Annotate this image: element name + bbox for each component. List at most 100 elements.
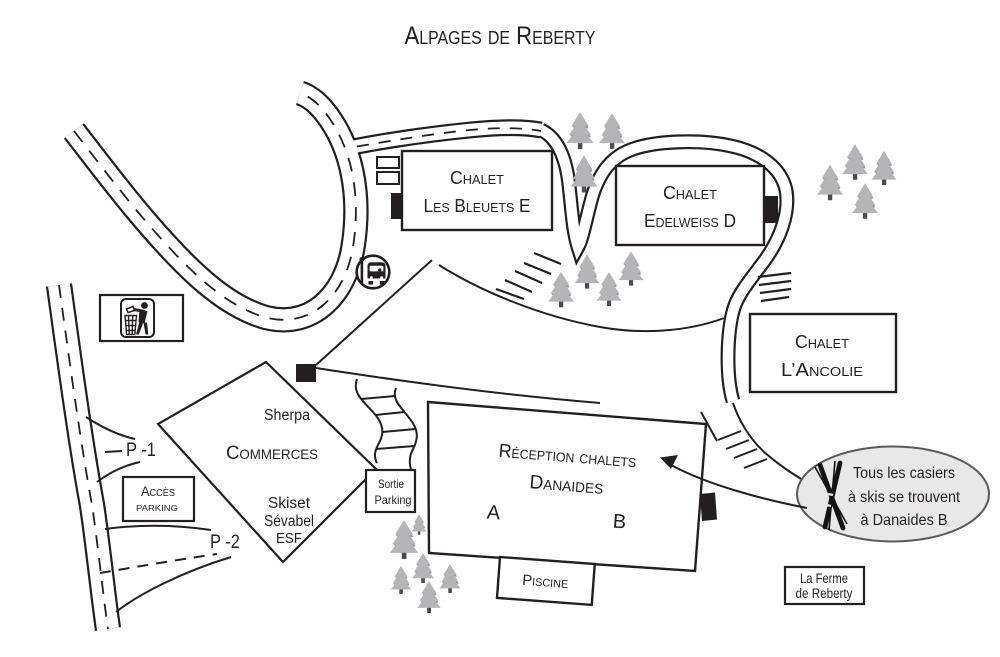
lane-p2-upper [104, 524, 212, 531]
box-acces-parking [121, 475, 196, 523]
acces-line2: parking [136, 502, 178, 514]
map-line [533, 251, 562, 266]
litter-disposal-icon [98, 293, 185, 343]
lane-p2-dashed [99, 553, 218, 574]
path-east-curve [438, 264, 725, 333]
map-rect [376, 156, 400, 169]
map-line [360, 395, 396, 400]
parking-level-p2: P -2 [210, 532, 240, 553]
litter-figure [131, 302, 149, 335]
map-line [827, 492, 834, 497]
map-circle [380, 276, 384, 280]
map-rect [368, 281, 374, 285]
map-line [523, 261, 552, 276]
bus-stop-icon [355, 254, 391, 290]
map-rect [376, 171, 400, 185]
map-rect [379, 281, 385, 285]
edelweiss-line2: Edelweiss D [644, 211, 736, 231]
map-line [759, 287, 792, 295]
box-la-ferme [783, 565, 866, 606]
building-piscine [495, 555, 597, 607]
ferme-line2: de Reberty [796, 586, 853, 601]
callout-line2: à skis se trouvent [848, 489, 960, 506]
map-path [354, 378, 384, 464]
callout-line3: à Danaides B [861, 512, 948, 529]
callout-bubble [796, 445, 990, 543]
entrance-danaides [700, 492, 717, 521]
map-line [382, 428, 416, 433]
piscine-label-group: Piscine [522, 572, 569, 592]
sortie-line1: Sortie [378, 477, 404, 491]
map-path [393, 387, 418, 470]
small-boxes [121, 468, 866, 606]
bleuets-annexes [376, 156, 400, 185]
callout-arrow [660, 455, 808, 509]
parking-hatches-west [495, 251, 562, 301]
map-line [758, 279, 792, 287]
acces-line1: Accès [141, 483, 175, 499]
map-rect [360, 261, 364, 284]
commerces-shop1: Skiset [268, 495, 311, 512]
ancolie-line1: Chalet [795, 332, 849, 352]
map-line [375, 411, 405, 416]
commerces-shop3: ESF [276, 530, 302, 547]
map-line [495, 287, 525, 301]
map-circle [378, 268, 382, 272]
map-path [670, 464, 808, 509]
parking-hatches-east [757, 271, 792, 303]
map-shape [138, 309, 148, 324]
building-chalet-les-bleuets [400, 149, 554, 232]
entrance-edelweiss [763, 196, 778, 223]
lane-p1-lower [96, 461, 141, 483]
building-chalet-ancolie [748, 312, 898, 394]
lane-p1-upper [85, 416, 136, 440]
commerces-shop2: Sévabel [264, 513, 314, 530]
crossed-skis-icon [814, 460, 848, 531]
stairs-east [700, 411, 768, 469]
map-line [717, 430, 742, 441]
stairs-west [354, 378, 418, 470]
map-circle [141, 302, 148, 309]
ferme-line1: La Ferme [800, 571, 848, 586]
map-line [504, 278, 533, 294]
litter-basket [124, 305, 138, 336]
map-shape [136, 321, 143, 335]
map-shape [660, 455, 678, 469]
map-rect [369, 265, 384, 272]
map-line [817, 462, 846, 531]
bleuets-line2: Les Bleuets E [424, 196, 531, 216]
path-square-to-reception [315, 367, 601, 404]
marker-commerces-square [296, 364, 316, 382]
piscine-label: Piscine [522, 572, 569, 592]
callout-skis: Tous les casiers à skis se trouvent à Da… [796, 445, 990, 543]
map-line [743, 458, 768, 469]
map-shape [143, 322, 149, 335]
box-sortie-parking [364, 468, 417, 514]
paths-and-lanes [85, 251, 807, 613]
map-circle [369, 276, 373, 280]
lane-p1-dash [104, 450, 123, 453]
reception-unit-a: A [486, 502, 502, 525]
map-line [757, 271, 792, 279]
bleuets-line1: Chalet [450, 168, 504, 188]
building-reception-danaides [426, 400, 708, 573]
path-road-to-callout [732, 402, 807, 483]
map-shape [125, 305, 136, 314]
map-title: Alpages de Reberty [405, 22, 596, 50]
edelweiss-line1: Chalet [663, 183, 717, 203]
building-chalet-edelweiss [614, 164, 766, 247]
map-line [760, 295, 790, 303]
map-line [375, 445, 415, 450]
map-line [733, 448, 758, 459]
commerces-shop-top: Sherpa [264, 407, 310, 424]
piscine-group [495, 555, 597, 607]
lane-p2-lower [115, 556, 232, 613]
map-line [725, 439, 750, 450]
map-line [825, 503, 832, 508]
map-line [514, 269, 543, 285]
reception-unit-b: B [612, 511, 627, 534]
entrances [296, 193, 778, 521]
commerces-title: Commerces [226, 442, 318, 464]
map-circle [359, 257, 365, 262]
